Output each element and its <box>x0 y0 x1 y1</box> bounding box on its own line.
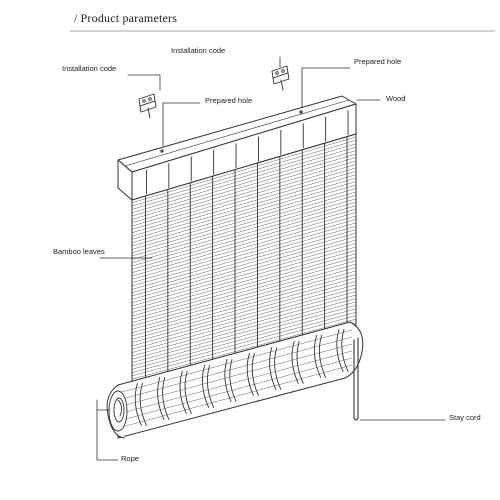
bamboo-slat <box>131 205 357 270</box>
bamboo-slat <box>131 157 357 223</box>
diagram-title: /Product parameters <box>74 11 177 26</box>
bamboo-slat <box>131 181 357 247</box>
bamboo-slat <box>131 250 357 313</box>
title-text: Product parameters <box>80 11 178 25</box>
label-wood: Wood <box>386 94 406 103</box>
roll-binding <box>246 352 254 396</box>
label-stay-cord: Stay cord <box>449 413 481 422</box>
roll-binding <box>201 364 210 408</box>
bamboo-slat <box>131 260 357 323</box>
prepared-hole-right-icon <box>299 110 303 114</box>
bamboo-slat <box>131 311 357 373</box>
bamboo-slat <box>131 208 357 273</box>
bamboo-slat <box>131 195 357 260</box>
bamboo-slat <box>131 215 357 280</box>
bamboo-slat <box>131 188 357 253</box>
roll-binding <box>274 346 282 390</box>
label-prepared-hole-left: Prepared hole <box>205 96 253 105</box>
bamboo-slat <box>131 174 357 240</box>
roll-slat <box>121 329 353 393</box>
leader-lines <box>96 56 446 461</box>
prepared-hole-left-icon <box>160 149 164 153</box>
bamboo-slat <box>131 164 357 230</box>
bamboo-slat <box>131 160 357 227</box>
bamboo-slat <box>131 281 357 343</box>
bamboo-slat <box>131 201 357 267</box>
bamboo-slat <box>131 256 357 320</box>
roll-binding <box>296 340 304 384</box>
bamboo-slat <box>131 143 357 210</box>
bamboo-slat <box>131 298 357 360</box>
bamboo-slat <box>131 294 357 357</box>
bamboo-slat <box>131 253 357 317</box>
bamboo-slat <box>131 263 357 327</box>
bamboo-slat <box>131 318 357 380</box>
roll-binding <box>224 358 232 402</box>
stay-cord <box>353 337 359 421</box>
bamboo-slat <box>131 277 357 340</box>
bamboo-slat <box>131 153 357 220</box>
roll-slat <box>121 364 353 428</box>
roll-slat <box>121 350 353 414</box>
bamboo-slat <box>131 301 357 363</box>
bamboo-slat <box>131 267 357 330</box>
bamboo-slat <box>131 229 357 293</box>
bamboo-slat <box>131 239 357 303</box>
bamboo-slat <box>131 291 357 353</box>
bamboo-slat <box>131 243 357 307</box>
wood-top-rail <box>117 95 357 201</box>
bamboo-panel <box>131 133 357 386</box>
bamboo-slat <box>131 171 357 237</box>
label-installation-code-right: Installation code <box>171 46 226 55</box>
rope-spiral-end <box>108 390 128 432</box>
bamboo-slat <box>131 146 357 213</box>
bamboo-slat <box>131 136 357 203</box>
bamboo-slat <box>131 287 357 350</box>
bamboo-slat <box>131 150 357 217</box>
label-installation-code-left: Installation code <box>62 64 117 73</box>
bamboo-slat <box>131 212 357 277</box>
label-bamboo-leaves: Bamboo leaves <box>53 247 105 256</box>
label-prepared-hole-right: Prepared hole <box>354 57 402 66</box>
roll-binding <box>134 382 142 426</box>
roll-slat <box>121 336 353 400</box>
title-slash: / <box>74 11 78 25</box>
bamboo-slat <box>131 246 357 310</box>
bamboo-slat <box>131 219 357 283</box>
installation-bracket-right-icon <box>271 65 290 91</box>
bamboo-slat <box>131 236 357 300</box>
roll-binding <box>157 376 165 420</box>
bamboo-slat <box>131 226 357 290</box>
bamboo-slat <box>131 198 357 263</box>
roll-binding <box>341 328 349 372</box>
roll-slat <box>121 357 353 421</box>
bamboo-slat <box>131 232 357 297</box>
roll-binding <box>251 352 259 396</box>
bamboo-slat <box>131 308 357 370</box>
bamboo-slat <box>131 222 357 287</box>
bamboo-slat <box>131 167 357 233</box>
bamboo-slat <box>131 140 357 207</box>
roll-slat <box>121 343 353 407</box>
bamboo-slat <box>131 315 357 377</box>
bamboo-slat <box>131 305 357 367</box>
bamboo-slat <box>131 284 357 347</box>
bamboo-slat <box>131 274 357 337</box>
roll-binding <box>318 334 327 378</box>
installation-bracket-left-icon <box>138 93 157 119</box>
bamboo-slat <box>131 191 357 257</box>
bamboo-slat <box>131 177 357 243</box>
label-rope: Rope <box>121 454 139 463</box>
roll-binding <box>179 370 187 414</box>
bamboo-slat <box>131 184 357 250</box>
bamboo-slat <box>131 270 357 333</box>
